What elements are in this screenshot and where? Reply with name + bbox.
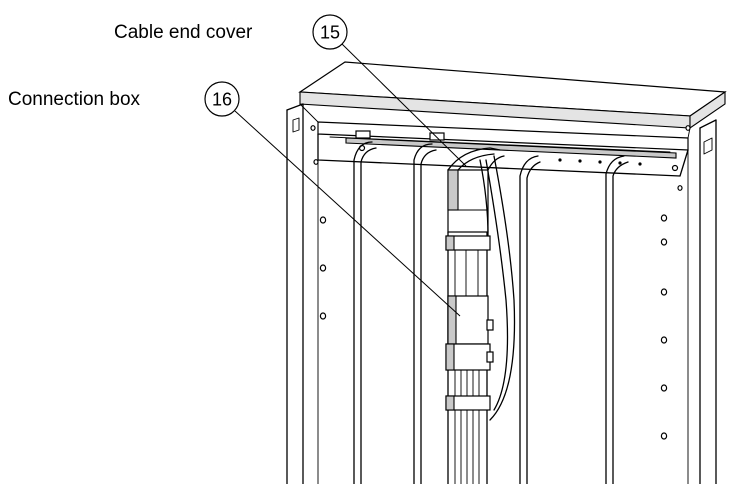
connection-box-label: Connection box bbox=[8, 89, 141, 110]
callout-cable-end-cover: Cable end cover 15 bbox=[114, 14, 467, 167]
cabinet-top-lid bbox=[298, 61, 727, 130]
callout-15-circle bbox=[312, 14, 348, 50]
callout-connection-box: Connection box 16 bbox=[8, 81, 461, 317]
central-cable-bundle bbox=[445, 147, 516, 484]
cable-end-cover-label: Cable end cover bbox=[114, 22, 253, 43]
mounting-holes bbox=[310, 125, 691, 440]
cabinet-frame bbox=[286, 103, 717, 484]
flat-cable-strips bbox=[353, 141, 629, 484]
callout-16-circle bbox=[204, 81, 240, 117]
callout-16-leader bbox=[234, 110, 461, 317]
callout-15-number: 15 bbox=[320, 23, 340, 43]
cable-tray bbox=[317, 121, 689, 177]
callout-15-leader bbox=[341, 43, 467, 167]
callout-16-number: 16 bbox=[212, 90, 232, 110]
